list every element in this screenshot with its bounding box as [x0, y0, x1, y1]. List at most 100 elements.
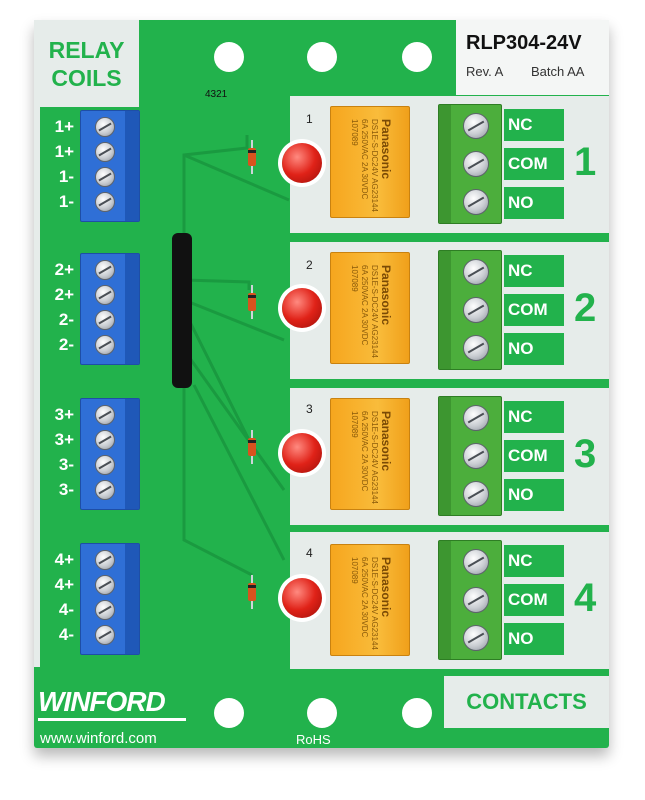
contact-com: COM — [504, 440, 564, 472]
contact-nc: NC — [504, 401, 564, 433]
screw-icon — [95, 600, 115, 620]
coil-label: 4+ — [54, 575, 74, 594]
batch-text: Batch AA — [531, 64, 585, 79]
led-indicator-2 — [282, 288, 322, 328]
mounting-hole — [307, 698, 337, 728]
relay-label: RELAY — [48, 37, 125, 63]
relay-brand: Panasonic — [379, 265, 393, 326]
mounting-hole — [214, 42, 244, 72]
screw-icon — [463, 443, 489, 469]
screw-icon — [95, 575, 115, 595]
contact-terminal-block-3[interactable] — [438, 396, 502, 516]
screw-icon — [463, 549, 489, 575]
coil-terminal-block-2[interactable] — [80, 253, 140, 365]
mounting-hole — [402, 42, 432, 72]
channel-big-number: 1 — [574, 140, 597, 184]
screw-icon — [95, 430, 115, 450]
coil-label: 1+ — [54, 142, 74, 161]
mounting-hole — [402, 698, 432, 728]
website-text: www.winford.com — [40, 730, 157, 747]
contact-no: NO — [504, 479, 564, 511]
screw-icon — [95, 167, 115, 187]
relay-1: Panasonic DS1E-S-DC24V AG23144 6A 250VAC… — [330, 106, 410, 218]
channel-number: 2 — [306, 258, 313, 272]
screw-icon — [463, 297, 489, 323]
contact-terminal-block-1[interactable] — [438, 104, 502, 224]
led-indicator-1 — [282, 143, 322, 183]
pcb-traces — [182, 135, 290, 577]
channel-number: 1 — [306, 112, 313, 126]
channel-number: 4 — [306, 546, 313, 560]
channel-big-number: 2 — [574, 286, 597, 330]
coil-terminal-labels: 1+ 1+ 1- 1- 2+ 2+ 2- 2- 3+ 3+ 3- 3- 4+ 4… — [34, 107, 95, 667]
coil-label: 4+ — [54, 550, 74, 569]
diode — [247, 285, 257, 319]
relay-3: Panasonic DS1E-S-DC24V AG23144 6A 250VAC… — [330, 398, 410, 510]
screw-icon — [95, 142, 115, 162]
coil-terminal-block-3[interactable] — [80, 398, 140, 510]
coil-label: 1+ — [54, 117, 74, 136]
screw-icon — [95, 625, 115, 645]
screw-icon — [463, 335, 489, 361]
relay-2: Panasonic DS1E-S-DC24V AG23144 6A 250VAC… — [330, 252, 410, 364]
screw-icon — [463, 481, 489, 507]
coil-label: 3- — [58, 455, 74, 474]
screw-icon — [463, 113, 489, 139]
relay-brand: Panasonic — [379, 557, 393, 618]
coil-strip-edge — [34, 107, 40, 667]
screw-icon — [463, 151, 489, 177]
revision-text: Rev. A — [466, 64, 504, 79]
contact-nc: NC — [504, 109, 564, 141]
contact-com: COM — [504, 584, 564, 616]
contact-terminal-block-2[interactable] — [438, 250, 502, 370]
coil-terminal-block-4[interactable] — [80, 543, 140, 655]
screw-icon — [95, 192, 115, 212]
coil-label: 2+ — [54, 260, 74, 279]
screw-icon — [463, 189, 489, 215]
resistor-network — [172, 233, 192, 388]
relay-board: RELAY COILS 1+ 1+ 1- 1- 2+ 2+ 2- 2- 3+ 3… — [34, 20, 609, 748]
led-indicator-3 — [282, 433, 322, 473]
screw-icon — [95, 455, 115, 475]
screw-icon — [463, 259, 489, 285]
contact-com: COM — [504, 294, 564, 326]
diode — [247, 575, 257, 609]
relay-coils-header: RELAY COILS — [34, 20, 139, 107]
mounting-hole — [214, 698, 244, 728]
screw-icon — [95, 117, 115, 137]
relay-spec: DS1E-S-DC24V AG23144 6A 250VAC 2A 30VDC … — [350, 119, 379, 212]
channel-number: 3 — [306, 402, 313, 416]
relay-brand: Panasonic — [379, 119, 393, 180]
winford-logo: WINFORD — [38, 686, 186, 721]
model-number: RLP304-24V — [466, 32, 582, 54]
contact-nc: NC — [504, 255, 564, 287]
coils-label: COILS — [51, 65, 122, 91]
relay-4: Panasonic DS1E-S-DC24V AG23144 6A 250VAC… — [330, 544, 410, 656]
diode — [247, 140, 257, 174]
rohs-text: RoHS — [296, 732, 331, 747]
coil-label: 4- — [58, 600, 74, 619]
contact-no: NO — [504, 187, 564, 219]
screw-icon — [463, 625, 489, 651]
contacts-label: CONTACTS — [444, 676, 609, 728]
screw-icon — [95, 335, 115, 355]
model-label: RLP304-24V Rev. A Batch AA — [456, 20, 609, 95]
screw-icon — [95, 310, 115, 330]
relay-brand: Panasonic — [379, 411, 393, 472]
coil-label: 2+ — [54, 285, 74, 304]
contact-terminal-block-4[interactable] — [438, 540, 502, 660]
coil-terminal-block-1[interactable] — [80, 110, 140, 222]
coil-label: 2- — [58, 310, 74, 329]
coil-label: 3+ — [54, 430, 74, 449]
contact-no: NO — [504, 623, 564, 655]
coil-label: 1- — [58, 167, 74, 186]
coil-label: 3+ — [54, 405, 74, 424]
contact-no: NO — [504, 333, 564, 365]
coil-label: 4- — [58, 625, 74, 644]
channel-big-number: 3 — [574, 432, 597, 476]
relay-spec: DS1E-S-DC24V AG23144 6A 250VAC 2A 30VDC … — [350, 411, 379, 504]
relay-spec: DS1E-S-DC24V AG23144 6A 250VAC 2A 30VDC … — [350, 557, 379, 650]
channel-big-number: 4 — [574, 576, 597, 620]
contact-nc: NC — [504, 545, 564, 577]
screw-icon — [95, 480, 115, 500]
